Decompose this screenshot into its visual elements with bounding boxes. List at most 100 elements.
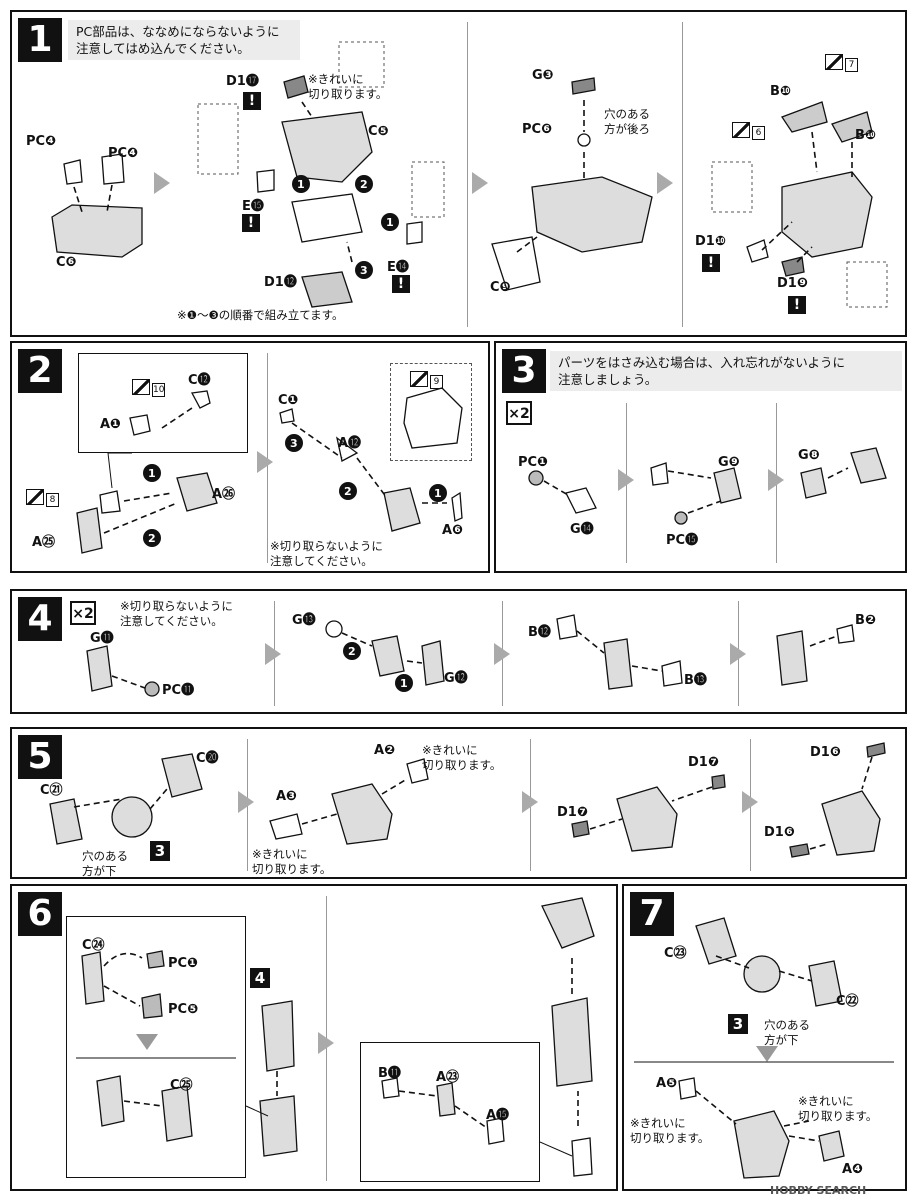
part-label: B⓫ [378,1066,401,1081]
part-label: A❸ [276,789,298,804]
order-note: ※❶～❸の順番で組み立てます。 [177,308,344,322]
part-label: G❸ [532,68,554,83]
subassembly-number: 4 [250,968,270,988]
part-label: C㉔ [82,938,105,953]
step-number: 6 [18,892,62,936]
svg-text:3: 3 [290,437,298,450]
divider [467,22,468,327]
warning-icon: ! [242,214,260,232]
part-label: C❻ [56,255,77,270]
part-label: D1⓬ [264,275,297,290]
detail-dash-box [390,363,472,461]
part-label: C❺ [368,124,389,139]
next-arrow-icon [154,172,170,194]
step-3-illustration [528,447,887,525]
hint-text: ※きれいに 切り取ります。 [630,1116,710,1145]
knife-icon [132,379,150,395]
warning-icon: ! [243,92,261,110]
part-label: D1❻ [810,745,841,760]
part-label: D1❼ [557,805,588,820]
part-label: G⓭ [292,613,316,628]
part-label: PC⓫ [162,683,195,698]
step-5-panel: 5 C㉑ C⓴ 3 穴のある 方が下 A❷ ※きれいに 切り取り [10,727,907,879]
subassembly-number: 3 [728,1014,748,1034]
warning-icon: ! [702,254,720,272]
step-5-illustration [49,742,886,858]
step-number: 2 [18,349,62,393]
part-label: C㉒ [836,994,859,1009]
watermark-text: HOBBY SEARCH [770,1184,867,1197]
part-label: G⓮ [570,522,594,537]
svg-text:1: 1 [148,467,156,480]
part-label: PC⓯ [666,533,699,548]
cut-tag: 6 [732,122,765,140]
part-label: PC❹ [26,134,57,149]
cut-tag: 7 [825,54,858,72]
step-note: PC部品は、ななめにならないように 注意してはめ込んでください。 [68,20,300,60]
cut-tag: 8 [26,489,59,507]
next-arrow-icon [494,643,510,665]
cut-tag: 10 [132,379,165,397]
detail-box [78,353,248,453]
part-label: D1❻ [764,825,795,840]
part-label: PC❺ [168,1002,199,1017]
next-arrow-icon [265,643,281,665]
next-arrow-icon [238,791,254,813]
part-label: C❾ [490,280,511,295]
part-label: A㉕ [32,535,56,550]
down-arrow-icon [756,1046,778,1062]
part-label: G⓫ [90,631,114,646]
part-label: C⓴ [196,751,219,766]
svg-text:1: 1 [297,178,305,191]
part-label: G❽ [798,448,820,463]
next-arrow-icon [742,791,758,813]
part-label: D1❿ [695,234,726,249]
step-number: 7 [630,892,674,936]
warning-icon: ! [392,275,410,293]
svg-text:3: 3 [360,264,368,277]
hint-text: ※きれいに 切り取ります。 [798,1094,878,1123]
warning-icon: ! [788,296,806,314]
part-label: C㉕ [170,1078,193,1093]
part-label: E⓮ [387,260,409,275]
hint-text: 穴のある 方が後ろ [604,107,650,136]
subassembly-number: 3 [150,841,170,861]
part-label: C❶ [278,393,299,408]
part-label: PC❶ [168,956,199,971]
part-label: B❿ [770,84,791,99]
part-label: A㉖ [212,487,236,502]
part-label: G❾ [718,455,740,470]
multiplier-badge: ×2 [70,601,96,625]
part-label: C㉓ [664,946,687,961]
part-label: A⓯ [486,1108,510,1123]
part-label: A❷ [374,743,396,758]
svg-text:2: 2 [348,645,356,658]
next-arrow-icon [472,172,488,194]
part-label: PC❻ [522,122,553,137]
part-label: A❶ [100,417,122,432]
part-label: E⓯ [242,199,264,214]
next-arrow-icon [522,791,538,813]
part-label: D1❼ [688,755,719,770]
svg-text:1: 1 [400,677,408,690]
part-label: A❹ [842,1162,864,1177]
part-label: C⓬ [188,373,211,388]
part-label: B❿ [855,128,876,143]
step-number: 4 [18,597,62,641]
step-6-panel: 6 C㉔ PC❶ PC❺ C㉕ [10,884,618,1191]
knife-icon [825,54,843,70]
hint-text: ※切り取らないように 注意してください。 [120,599,233,628]
next-arrow-icon [657,172,673,194]
part-label: A㉓ [436,1070,460,1085]
step-7-panel: 7 C㉓ C㉒ 3 穴のある 方が下 A❺ ※きれいに 切り取ります。 ※きれい… [622,884,907,1191]
step-number: 1 [18,18,62,62]
cut-tag: 9 [410,371,443,389]
part-label: B⓬ [528,625,551,640]
part-label: B⓭ [684,673,707,688]
svg-text:2: 2 [148,532,156,545]
svg-text:1: 1 [386,216,394,229]
part-label: D1⓱ [226,74,259,89]
part-label: PC❶ [518,455,549,470]
